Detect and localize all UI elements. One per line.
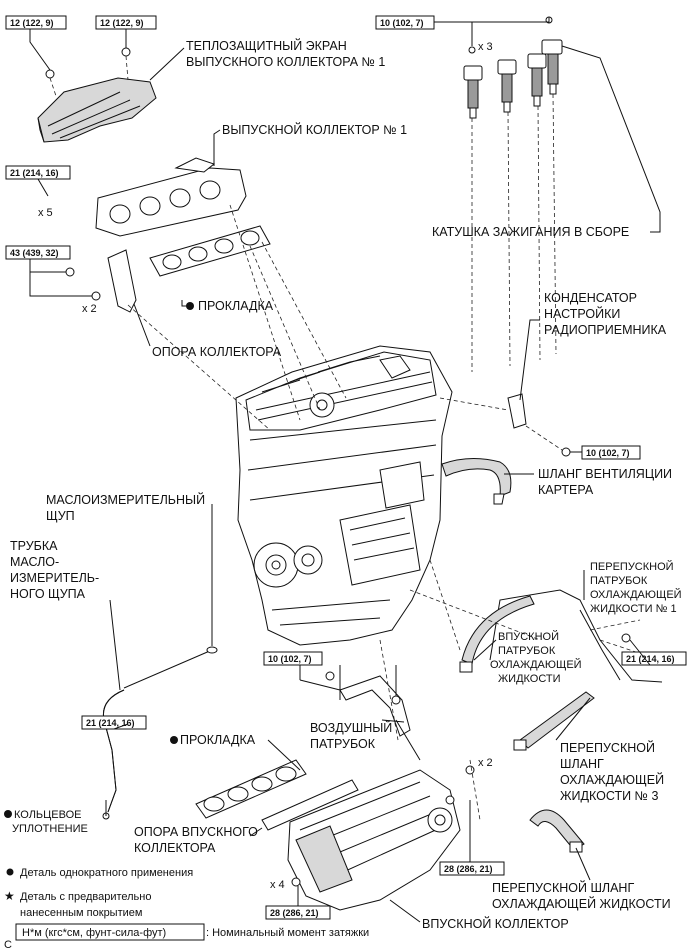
torque-box-10: 28 (286, 21)	[439, 861, 505, 876]
label-bypass-hose-3-4: ЖИДКОСТИ № 3	[560, 789, 658, 803]
bypass-hose	[529, 809, 585, 853]
label-bypass-pipe-1-b: ПАТРУБОК	[590, 575, 648, 587]
single-use-marker-gasket-intake	[170, 736, 178, 744]
label-intake-manifold: ВПУСКНОЙ КОЛЛЕКТОР	[422, 916, 569, 931]
label-inlet-pipe-3: ОХЛАЖДАЮЩЕЙ	[490, 658, 582, 671]
label-dipstick-2: ЩУП	[46, 509, 75, 523]
ignition-coils	[463, 16, 563, 372]
torque-box-9: 21 (214, 16)	[81, 715, 147, 730]
label-bypass-pipe-1-c: ОХЛАЖДАЮЩЕЙ	[590, 588, 682, 601]
legend-torque-unit: Н*м (кгс*см, фунт-сила-фут)	[22, 927, 166, 939]
label-air-pipe-2: ПАТРУБОК	[310, 737, 376, 751]
qty-intake-bolts: x 4	[270, 879, 285, 891]
label-bypass-pipe-1-d: ЖИДКОСТИ № 1	[590, 603, 677, 615]
label-dipstick-tube-4: НОГО ЩУПА	[10, 587, 86, 601]
svg-text:21 (214, 16): 21 (214, 16)	[626, 654, 675, 664]
label-bypass-pipe-1-a: ПЕРЕПУСКНОЙ	[590, 560, 674, 573]
label-heat-shield-2: ВЫПУСКНОГО КОЛЛЕКТОРА № 1	[186, 55, 385, 69]
svg-text:10 (102, 7): 10 (102, 7)	[380, 18, 424, 28]
label-gasket-intake: ПРОКЛАДКА	[180, 733, 256, 747]
label-radio-condenser-2: НАСТРОЙКИ	[544, 306, 620, 321]
label-manifold-stay: ОПОРА КОЛЛЕКТОРА	[152, 345, 282, 359]
svg-text:12 (122, 9): 12 (122, 9)	[100, 18, 144, 28]
label-intake-stay-2: КОЛЛЕКТОРА	[134, 841, 216, 855]
leader-lines	[105, 45, 661, 923]
manifold-stay	[65, 249, 137, 313]
qty-exhaust-nuts: x 5	[38, 207, 53, 219]
torque-box-7: 21 (214, 16)	[621, 651, 687, 666]
torque-box-3: 10 (102, 7)	[375, 15, 435, 30]
label-dipstick-tube-2: МАСЛО-	[10, 555, 59, 569]
ventilation-hose	[441, 458, 512, 505]
dipstick	[123, 646, 218, 689]
torque-box-8: 10 (102, 7)	[263, 651, 323, 666]
label-dipstick-1: МАСЛОИЗМЕРИТЕЛЬНЫЙ	[46, 492, 205, 507]
label-bypass-hose-3-1: ПЕРЕПУСКНОЙ	[560, 740, 655, 755]
label-inlet-pipe-4: ЖИДКОСТИ	[498, 673, 561, 685]
legend-star-icon: ★	[4, 889, 15, 903]
legend-torque-desc: : Номинальный момент затяжки	[206, 927, 369, 939]
torque-box-1: 12 (122, 9)	[5, 15, 67, 30]
label-heat-shield-1: ТЕПЛОЗАЩИТНЫЙ ЭКРАН	[186, 38, 347, 53]
torque-box-5: 43 (439, 32)	[5, 245, 71, 260]
label-o-ring-2: УПЛОТНЕНИЕ	[12, 823, 88, 835]
label-inlet-pipe-2: ПАТРУБОК	[498, 645, 556, 657]
radio-condenser	[439, 393, 571, 457]
qty-coil: x 3	[478, 41, 493, 53]
label-radio-condenser-1: КОНДЕНСАТОР	[544, 291, 637, 305]
legend: Деталь однократного применения ★ Деталь …	[4, 867, 369, 941]
label-dipstick-tube-1: ТРУБКА	[10, 539, 58, 553]
svg-text:21 (214, 16): 21 (214, 16)	[10, 168, 59, 178]
torque-box-2: 12 (122, 9)	[95, 15, 157, 30]
label-ventilation-hose-2: КАРТЕРА	[538, 483, 594, 497]
label-inlet-pipe-1: ВПУСКНОЙ	[498, 630, 559, 643]
svg-text:12 (122, 9): 12 (122, 9)	[10, 18, 54, 28]
legend-precoated-2: нанесенным покрытием	[20, 907, 142, 919]
corner-mark: C	[4, 939, 12, 951]
single-use-marker-o-ring	[4, 810, 12, 818]
torque-box-4: 21 (214, 16)	[5, 165, 71, 180]
svg-text:28 (286, 21): 28 (286, 21)	[270, 908, 319, 918]
single-use-marker-gasket-exhaust	[186, 302, 194, 310]
torque-box-6: 10 (102, 7)	[581, 445, 641, 460]
svg-text:28 (286, 21): 28 (286, 21)	[444, 864, 493, 874]
torque-box-11: 28 (286, 21)	[265, 905, 331, 920]
qty-stay-bolts: x 2	[82, 303, 97, 315]
intake-stay	[261, 779, 359, 831]
label-intake-stay-1: ОПОРА ВПУСКНОГО	[134, 825, 258, 839]
svg-text:10 (102, 7): 10 (102, 7)	[586, 448, 630, 458]
heat-shield	[37, 47, 157, 143]
label-dipstick-tube-3: ИЗМЕРИТЕЛЬ-	[10, 571, 99, 585]
intake-gasket	[195, 759, 307, 819]
exhaust-manifold	[95, 157, 247, 237]
label-bypass-hose-3-2: ШЛАНГ	[560, 757, 604, 771]
label-gasket-exhaust: ПРОКЛАДКА	[198, 299, 274, 313]
exhaust-gasket	[149, 225, 271, 277]
legend-single-use-dot	[6, 868, 14, 876]
label-radio-condenser-3: РАДИОПРИЕМНИКА	[544, 323, 667, 337]
label-bypass-hose-2: ОХЛАЖДАЮЩЕЙ ЖИДКОСТИ	[492, 896, 671, 911]
inlet-coolant-pipe	[459, 595, 535, 673]
label-bypass-hose-1: ПЕРЕПУСКНОЙ ШЛАНГ	[492, 880, 634, 895]
label-ventilation-hose-1: ШЛАНГ ВЕНТИЛЯЦИИ	[538, 467, 672, 481]
label-exhaust-manifold: ВЫПУСКНОЙ КОЛЛЕКТОР № 1	[222, 122, 407, 137]
svg-text:21 (214, 16): 21 (214, 16)	[86, 718, 135, 728]
intake-manifold	[287, 765, 475, 911]
legend-single-use: Деталь однократного применения	[20, 867, 193, 879]
air-pipe	[299, 671, 421, 761]
bypass-hose-3	[513, 691, 595, 751]
label-air-pipe-1: ВОЗДУШНЫЙ	[310, 720, 392, 735]
label-o-ring-1: КОЛЬЦЕВОЕ	[14, 809, 82, 821]
engine-block	[235, 345, 453, 646]
legend-precoated-1: Деталь с предварительно	[20, 891, 151, 903]
svg-text:43 (439, 32): 43 (439, 32)	[10, 248, 59, 258]
svg-text:10 (102, 7): 10 (102, 7)	[268, 654, 312, 664]
bypass-pipe-1	[489, 589, 663, 683]
label-bypass-hose-3-3: ОХЛАЖДАЮЩЕЙ	[560, 772, 664, 787]
dipstick-tube	[102, 689, 136, 820]
label-ignition-coil: КАТУШКА ЗАЖИГАНИЯ В СБОРЕ	[432, 225, 629, 239]
qty-intake-nuts: x 2	[478, 757, 493, 769]
